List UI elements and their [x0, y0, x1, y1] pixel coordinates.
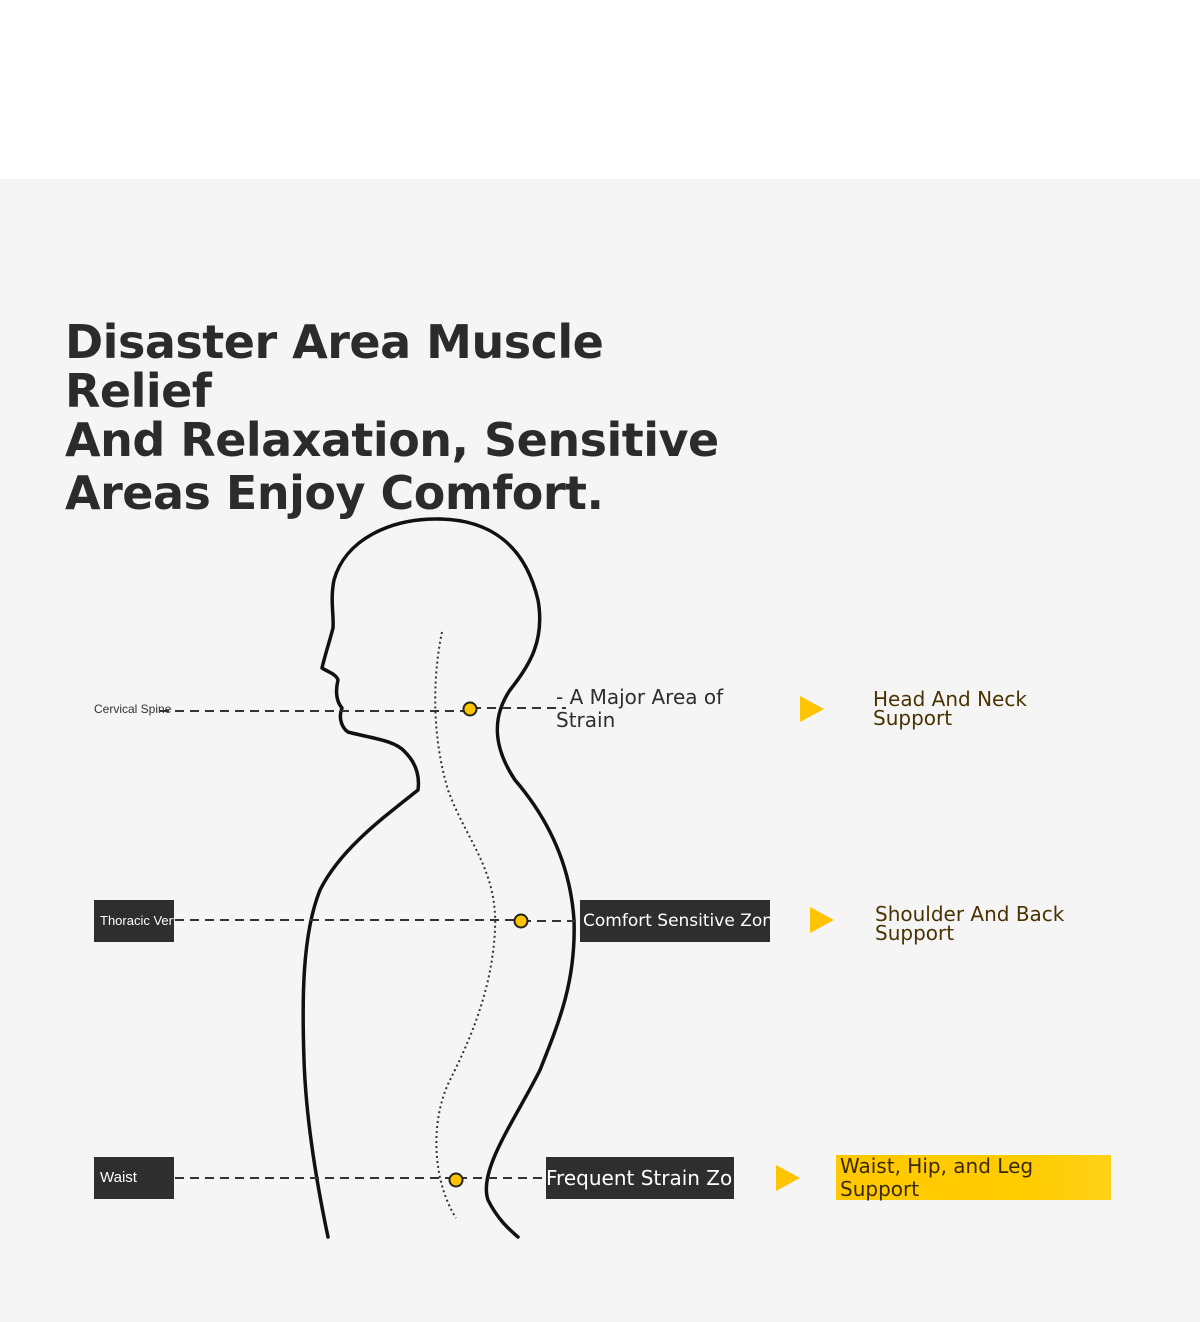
content-panel: [0, 179, 1200, 1322]
row1-marker-dot-icon: [462, 701, 478, 717]
row1-left-label: Cervical Spine: [94, 702, 172, 716]
page-headline: Disaster Area Muscle Relief And Relaxati…: [65, 318, 725, 518]
row1-support-label: Head And Neck Support: [873, 687, 1027, 730]
front-outline: [301, 517, 442, 1239]
row2-left-label: Thoracic Vertebrae: [94, 900, 174, 942]
row2-zone-label: Comfort Sensitive Zone: [580, 900, 770, 942]
row3-play-arrow-icon: [776, 1165, 800, 1191]
row2-play-arrow-icon: [810, 907, 834, 933]
headline-line-2: And Relaxation, Sensitive: [65, 413, 719, 467]
row1-zone-label: - A Major Area of Strain: [556, 685, 724, 732]
back-outline: [438, 517, 576, 1239]
row3-zone-label: Frequent Strain Zone: [546, 1157, 734, 1199]
spine-line: [434, 631, 497, 1219]
row3-marker-dot-icon: [448, 1172, 464, 1188]
row3-left-label: Waist: [94, 1157, 174, 1199]
row2-marker-dot-icon: [513, 913, 529, 929]
row3-support-label: Waist, Hip, and Leg Support: [836, 1155, 1111, 1201]
row2-support-label: Shoulder And Back Support: [875, 902, 1065, 945]
headline-line-1: Disaster Area Muscle Relief: [65, 315, 604, 418]
row1-play-arrow-icon: [800, 696, 824, 722]
headline-line-3: Areas Enjoy Comfort.: [65, 466, 604, 520]
